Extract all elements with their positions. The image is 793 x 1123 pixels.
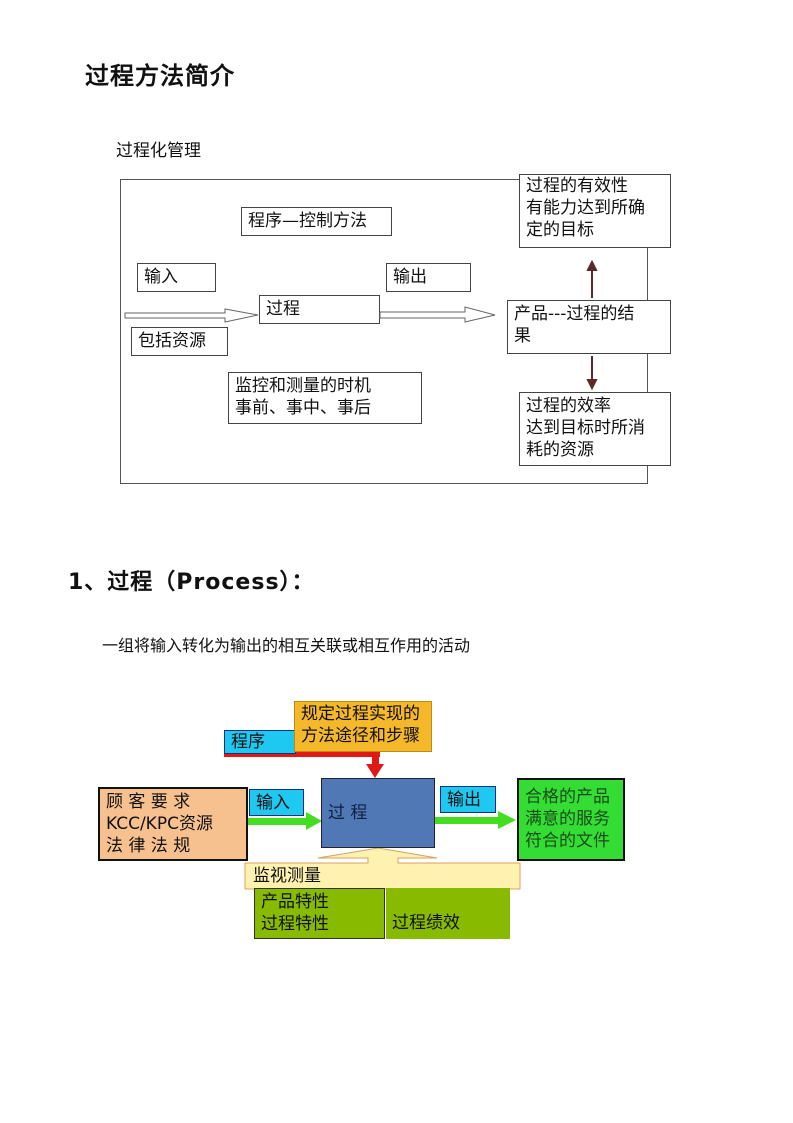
procedure-red-arrow-icon	[224, 752, 384, 778]
input-green-arrow-icon	[246, 812, 322, 830]
up-arrow-icon	[586, 259, 598, 298]
input-arrow-icon	[124, 308, 259, 323]
page-title: 过程方法简介	[85, 62, 235, 90]
customer-requirements-box: 顾 客 要 求 KCC/KPC资源 法 律 法 规	[98, 787, 248, 861]
effectiveness-box: 过程的有效性 有能力达到所确 定的目标	[519, 174, 671, 248]
results-box: 合格的产品 满意的服务 符合的文件	[517, 778, 625, 861]
diagram1-arrows	[124, 259, 598, 391]
process-box: 过程	[259, 295, 380, 324]
performance-box: 过程绩效	[386, 888, 510, 939]
process-block: 过 程	[321, 778, 435, 848]
input-label: 输入	[249, 789, 304, 816]
input-box: 输入	[137, 263, 216, 292]
resources-box: 包括资源	[131, 327, 228, 356]
product-box: 产品---过程的结 果	[507, 300, 671, 354]
output-green-arrow-icon	[435, 811, 516, 829]
section-subtitle: 过程化管理	[116, 141, 201, 161]
monitor-label: 监视测量	[253, 866, 321, 886]
output-label: 输出	[440, 786, 496, 813]
section-heading-process: 1、过程（Process）：	[68, 570, 315, 595]
procedure-control-box: 程序—控制方法	[241, 207, 392, 236]
output-box: 输出	[386, 263, 471, 292]
down-arrow-icon	[586, 356, 598, 391]
procedure-label: 程序	[224, 730, 296, 754]
efficiency-box: 过程的效率 达到目标时所消 耗的资源	[519, 392, 671, 466]
procedure-description: 规定过程实现的 方法途径和步骤	[294, 701, 432, 752]
diagram2-shapes	[224, 752, 521, 890]
process-definition: 一组将输入转化为输出的相互关联或相互作用的活动	[102, 636, 471, 655]
monitoring-timing-box: 监控和测量的时机 事前、事中、事后	[228, 372, 422, 424]
output-arrow-icon	[379, 306, 496, 323]
characteristics-box: 产品特性 过程特性	[254, 888, 385, 939]
